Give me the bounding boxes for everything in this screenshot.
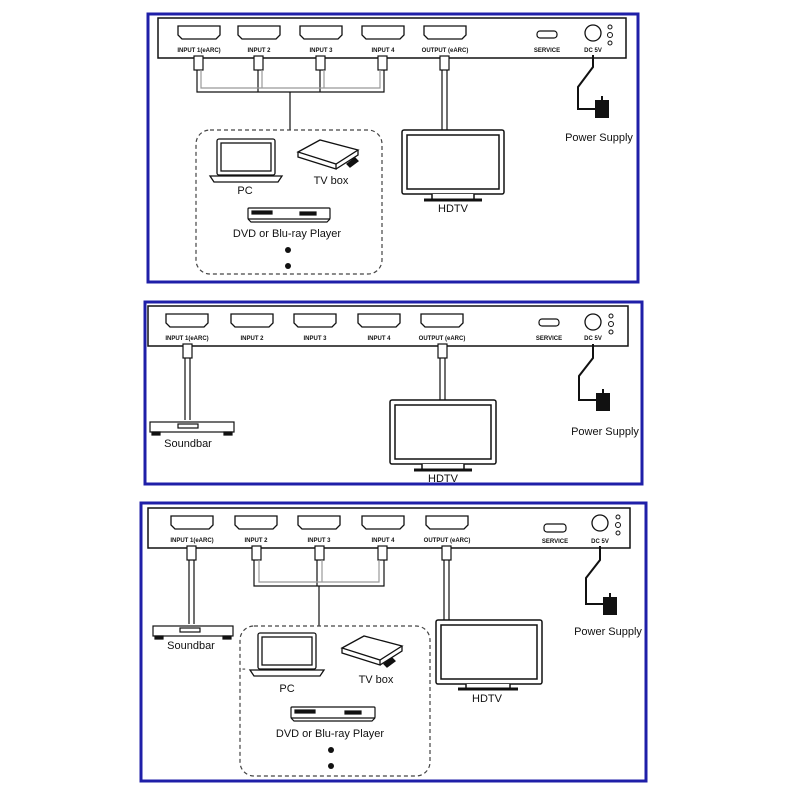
panel-2-dc-jack [584, 313, 602, 331]
panel-3-tvbox-icon [340, 635, 404, 668]
panel-1-hdtv-label: HDTV [438, 203, 469, 215]
panel-3-dvd-label: DVD or Blu-ray Player [276, 728, 385, 740]
panel-1-tvbox-label: TV box [314, 175, 349, 187]
panel-3-soundbar-label: Soundbar [167, 640, 215, 652]
panel-1-port-2 [237, 25, 281, 40]
panel-1-bullet-2 [285, 263, 291, 269]
panel-1-port-out [423, 25, 467, 40]
panel-3-hdtv-label: HDTV [472, 693, 503, 705]
panel-2-hdtv-icon [389, 399, 497, 472]
panel-2-service-label: SERVICE [536, 336, 562, 342]
panel-2-power-cable [578, 344, 610, 411]
panel-1-port-1 [177, 25, 221, 40]
panel-2-port-label-1: INPUT 1(eARC) [165, 336, 208, 342]
panel-3-port-label-3: INPUT 3 [307, 538, 331, 544]
panel-3-service-port [543, 523, 567, 533]
panel-1-polarity-icon [607, 24, 613, 46]
panel-2-output-cable [437, 343, 448, 402]
panel-2-port-4 [357, 313, 401, 328]
panel-3-port-label-4: INPUT 4 [371, 538, 395, 544]
panel-3-port-1 [170, 515, 214, 530]
panel-2-soundbar-cable [182, 343, 193, 420]
panel-1-dvd-icon [247, 207, 331, 223]
panel-2-port-1 [165, 313, 209, 328]
panel-1-port-4 [361, 25, 405, 40]
panel-3-pc-label: PC [279, 683, 294, 695]
panel-1-port-3 [299, 25, 343, 40]
panel-1-dc-label: DC 5V [584, 48, 602, 54]
panel-3-polarity-icon [615, 514, 621, 536]
panel-2-port-label-out: OUTPUT (eARC) [419, 336, 466, 342]
panel-3-port-label-1: INPUT 1(eARC) [170, 538, 213, 544]
panel-3-input-cables [251, 545, 388, 626]
panel-2-polarity-icon [608, 313, 614, 335]
panel-1-input-cables [193, 55, 388, 130]
panel-3-output-cable [441, 545, 452, 620]
panel-2-port-label-2: INPUT 2 [240, 336, 264, 342]
panel-3-port-3 [297, 515, 341, 530]
panel-3-tvbox-label: TV box [359, 674, 394, 686]
panel-2-port-label-4: INPUT 4 [367, 336, 391, 342]
panel-1-service-port [536, 30, 558, 39]
panel-3-frame [139, 501, 648, 783]
panel-3-dvd-icon [290, 706, 376, 722]
panel-1-hdtv-icon [401, 129, 505, 202]
panel-2-dc-label: DC 5V [584, 336, 602, 342]
panel-2-service-port [538, 318, 560, 327]
panel-3-power-label: Power Supply [574, 626, 642, 638]
panel-3-dc-jack [591, 514, 609, 532]
panel-1-power-cable [577, 55, 609, 118]
panel-3: INPUT 1(eARC) INPUT 2 INPUT 3 INPUT 4 OU… [139, 501, 648, 783]
panel-2-port-out [420, 313, 464, 328]
panel-3-port-4 [361, 515, 405, 530]
panel-3-soundbar-icon [152, 625, 234, 640]
panel-2-port-2 [230, 313, 274, 328]
panel-2-power-label: Power Supply [571, 426, 639, 438]
panel-1-tvbox-icon [296, 139, 360, 170]
panel-3-dc-label: DC 5V [591, 539, 609, 545]
panel-1-port-label-4: INPUT 4 [371, 48, 395, 54]
panel-1-laptop-icon [208, 138, 284, 183]
panel-3-port-2 [234, 515, 278, 530]
panel-2-port-label-3: INPUT 3 [303, 336, 327, 342]
panel-2-frame [143, 300, 644, 486]
panel-3-sources-group [239, 625, 431, 777]
panel-1-port-label-out: OUTPUT (eARC) [422, 48, 469, 54]
panel-1-port-label-3: INPUT 3 [309, 48, 333, 54]
panel-2-soundbar-icon [149, 421, 235, 436]
panel-3-port-out [425, 515, 469, 530]
panel-1-sources-group [195, 129, 383, 275]
panel-1-bullet-1 [285, 247, 291, 253]
panel-2-hdtv-label: HDTV [428, 473, 459, 485]
panel-3-power-cable [585, 546, 617, 615]
panel-3-bullet-1 [328, 747, 334, 753]
panel-2: INPUT 1(eARC) INPUT 2 INPUT 3 INPUT 4 OU… [143, 300, 644, 486]
panel-1-dvd-label: DVD or Blu-ray Player [233, 228, 342, 240]
panel-1-dc-jack [584, 24, 602, 42]
panel-1-pc-label: PC [237, 185, 252, 197]
panel-3-bullet-2 [328, 763, 334, 769]
panel-2-port-3 [293, 313, 337, 328]
panel-3-soundbar-cable [186, 545, 197, 624]
panel-3-service-label: SERVICE [542, 539, 568, 545]
panel-3-port-label-2: INPUT 2 [244, 538, 268, 544]
panel-3-laptop-icon [248, 632, 326, 677]
panel-1-service-label: SERVICE [534, 48, 560, 54]
panel-2-soundbar-label: Soundbar [164, 438, 212, 450]
panel-1: INPUT 1(eARC) INPUT 2 INPUT 3 INPUT 4 OU… [146, 12, 640, 284]
panel-3-dash-mark: - [242, 663, 246, 675]
panel-1-port-label-2: INPUT 2 [247, 48, 271, 54]
panel-3-hdtv-icon [435, 619, 543, 691]
panel-1-frame [146, 12, 640, 284]
panel-1-port-label-1: INPUT 1(eARC) [177, 48, 220, 54]
panel-1-power-label: Power Supply [565, 132, 633, 144]
panel-1-output-cable [439, 55, 450, 130]
panel-3-port-label-out: OUTPUT (eARC) [424, 538, 471, 544]
